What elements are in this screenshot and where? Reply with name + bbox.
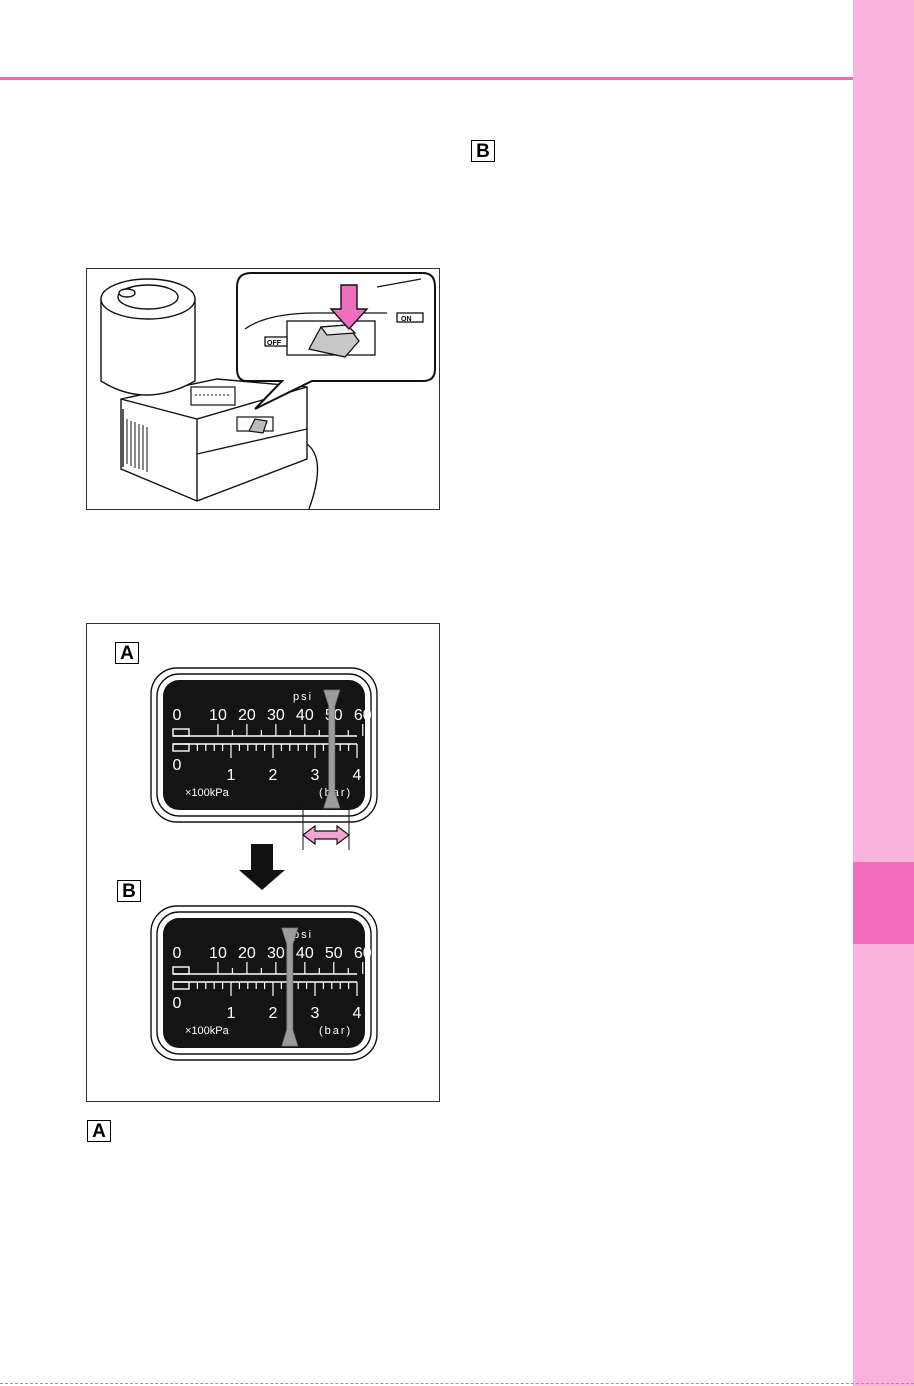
header-rule	[0, 77, 853, 80]
psi-tick-label: 10	[209, 945, 227, 962]
power-cord	[307, 444, 318, 509]
psi-tick-label: 20	[238, 707, 256, 724]
gauge-window	[191, 387, 235, 405]
bar-unit-label: (bar)	[319, 1025, 352, 1037]
compressor-figure: OFF ON	[86, 268, 440, 510]
psi-tick-label: 30	[267, 707, 285, 724]
compressor-illustration: OFF ON	[87, 269, 439, 509]
bar-tick-label: 2	[269, 1005, 278, 1022]
callout-label-b-right: B	[471, 140, 495, 162]
psi-tick-label: 20	[238, 945, 256, 962]
bar-tick-label: 0	[173, 757, 182, 774]
down-arrow-icon	[239, 844, 285, 890]
psi-tick-label: 50	[325, 945, 343, 962]
psi-tick-label: 10	[209, 707, 227, 724]
psi-tick-label: 0	[173, 707, 182, 724]
bar-tick-label: 3	[311, 1005, 320, 1022]
sealant-bottle	[101, 279, 195, 395]
off-label: OFF	[267, 340, 282, 347]
psi-tick-label: 30	[267, 945, 285, 962]
psi-tick-label: 0	[173, 945, 182, 962]
switch-small	[237, 417, 273, 433]
psi-tick-label: 40	[296, 707, 314, 724]
bar-tick-label: 3	[311, 767, 320, 784]
side-tab-strip	[853, 0, 914, 1386]
trim-line	[0, 1383, 914, 1384]
side-tab-active[interactable]	[853, 862, 914, 944]
psi-unit-label: psi	[293, 691, 313, 703]
gauge-a-label: A	[115, 642, 139, 664]
bar-tick-label: 4	[353, 767, 362, 784]
bar-tick-label: 2	[269, 767, 278, 784]
psi-tick-label: 40	[296, 945, 314, 962]
recommended-range-arrow-icon	[303, 826, 349, 844]
callout-label-a-bottom: A	[87, 1120, 111, 1142]
psi-tick-label: 60	[354, 707, 372, 724]
on-label: ON	[401, 316, 412, 323]
bar-tick-label: 1	[227, 1005, 236, 1022]
bar-tick-label: 1	[227, 767, 236, 784]
bar-tick-label: 0	[173, 995, 182, 1012]
bar-tick-label: 4	[353, 1005, 362, 1022]
kpa-unit-label: ×100kPa	[185, 1025, 230, 1037]
psi-tick-label: 60	[354, 945, 372, 962]
kpa-unit-label: ×100kPa	[185, 787, 230, 799]
